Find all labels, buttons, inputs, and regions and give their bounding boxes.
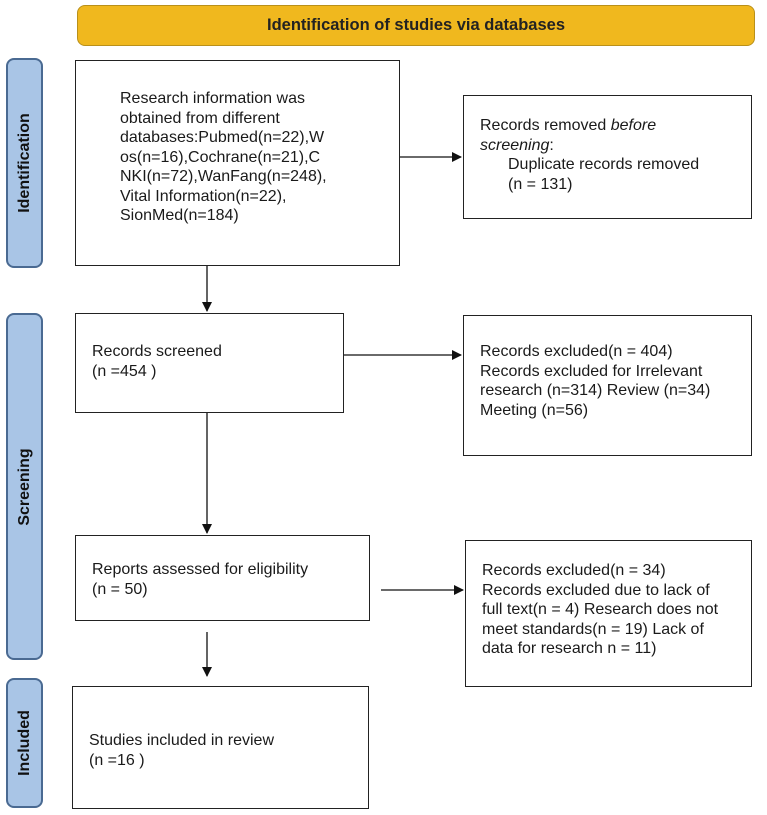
databases-text: Research information was obtained from d…: [120, 90, 327, 224]
studies-included-box: Studies included in review (n =16 ): [72, 686, 369, 809]
phase-identification: Identification: [6, 58, 43, 268]
records-screened-box: Records screened (n =454 ): [75, 313, 344, 413]
records-removed-line1: Records removed before: [480, 117, 657, 134]
records-screened-text: Records screened (n =454 ): [92, 343, 222, 380]
studies-included-text: Studies included in review (n =16 ): [89, 732, 274, 769]
databases-box: Research information was obtained from d…: [75, 60, 400, 266]
records-excluded-screening-text: Records excluded(n = 404) Records exclud…: [480, 343, 711, 419]
records-excluded-eligibility-text: Records excluded(n = 34) Records exclude…: [482, 562, 719, 657]
header-banner: Identification of studies via databases: [77, 5, 755, 46]
phase-screening: Screening: [6, 313, 43, 660]
records-excluded-eligibility-box: Records excluded(n = 34) Records exclude…: [465, 540, 752, 687]
records-excluded-screening-box: Records excluded(n = 404) Records exclud…: [463, 315, 752, 456]
records-removed-box: Records removed before screening: Duplic…: [463, 95, 752, 219]
phase-included: Included: [6, 678, 43, 808]
reports-eligibility-text: Reports assessed for eligibility (n = 50…: [92, 561, 309, 598]
reports-eligibility-box: Reports assessed for eligibility (n = 50…: [75, 535, 370, 621]
records-removed-line2: screening:: [480, 136, 554, 154]
records-removed-line4: (n = 131): [508, 175, 573, 193]
records-removed-line3: Duplicate records removed: [508, 156, 700, 173]
